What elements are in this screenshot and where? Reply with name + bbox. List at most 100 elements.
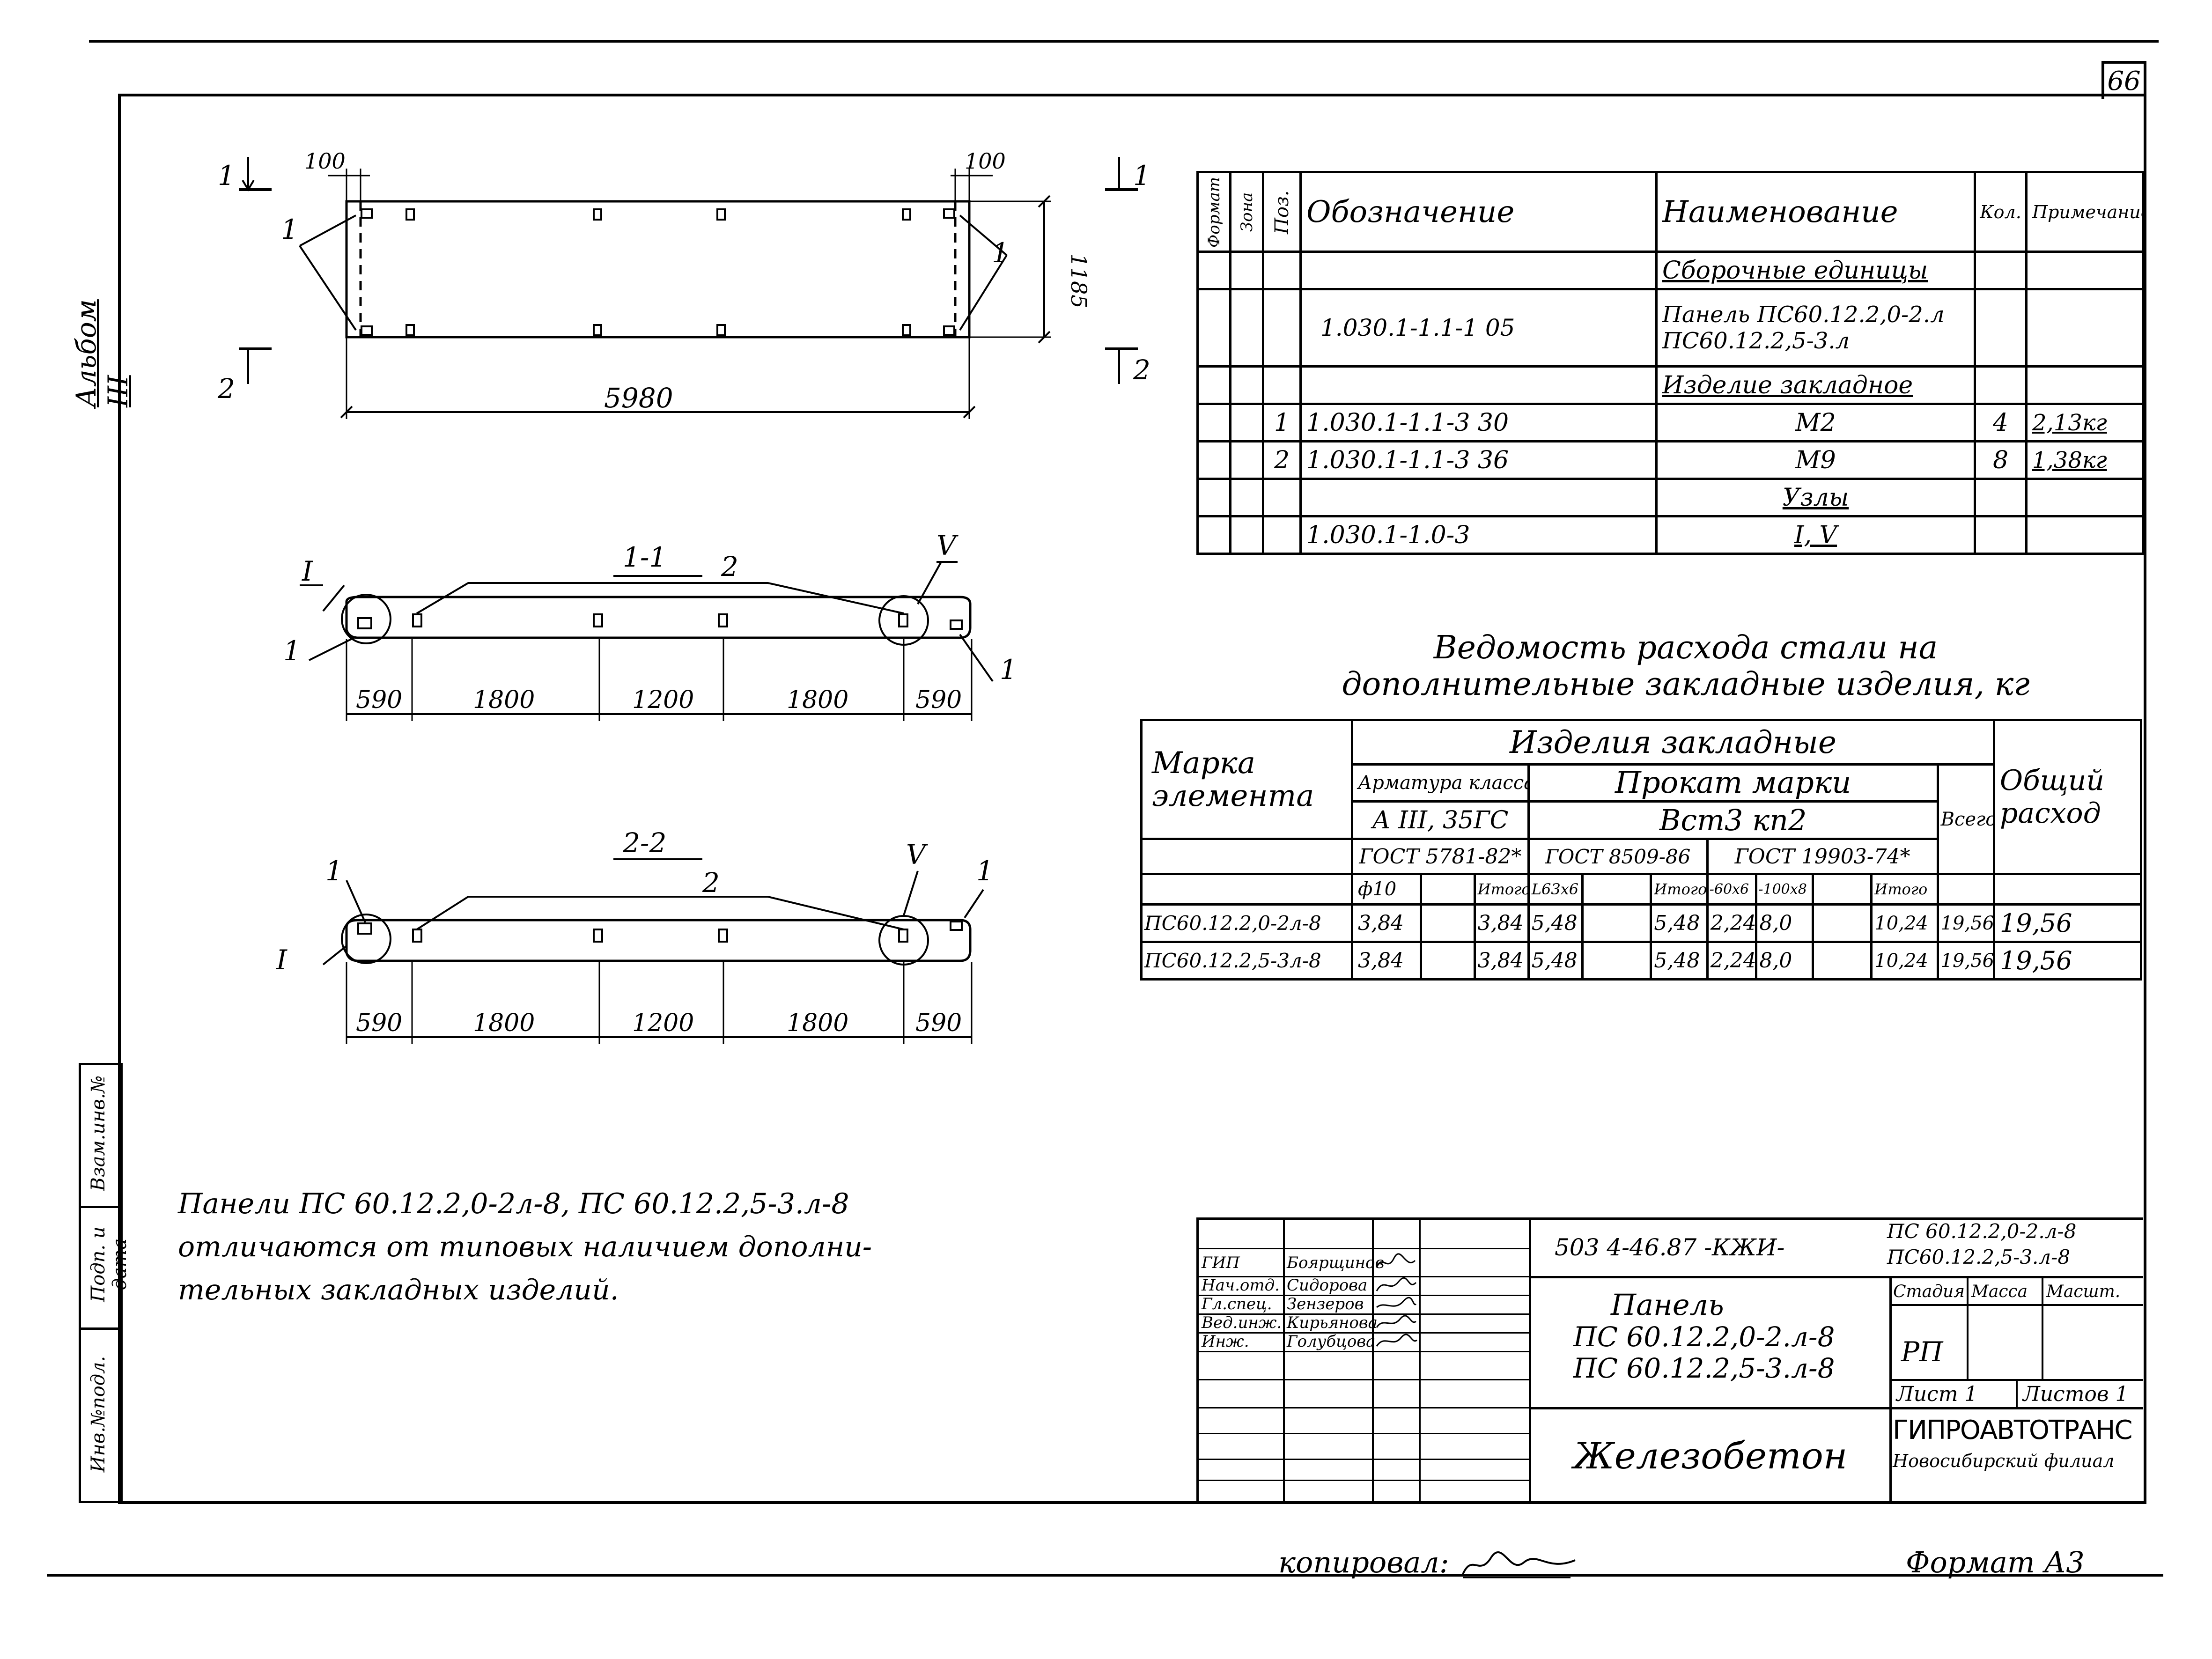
spec-row-qty: 4 <box>1974 403 2028 442</box>
section-1-1-callout-1-right: 1 <box>1000 654 1017 686</box>
steel-table-title: Ведомость расхода стали на дополнительны… <box>1264 630 2107 703</box>
steel-cell <box>1419 941 1476 981</box>
section-2-2-node-right: V <box>906 839 928 870</box>
plan-section-mark-2-left: 2 <box>217 373 235 405</box>
steel-subheader-row: ф10 Итого L63х6 Итого -60х6 -100х8 Итого <box>1140 873 2143 906</box>
section-2-2-dim-5: 590 <box>915 1009 962 1037</box>
section-1-1-dim-3: 1200 <box>632 686 694 714</box>
steel-sub: Итого <box>1473 873 1530 906</box>
steel-cell <box>1811 941 1873 981</box>
steel-sub: L63х6 <box>1527 873 1584 906</box>
side-stamp-sign: Подп. и дата <box>88 1226 131 1302</box>
steel-sub: ф10 <box>1351 873 1422 906</box>
steel-cell: 5,48 <box>1650 941 1709 981</box>
copier-signature <box>1462 1551 1576 1578</box>
section-2-2-title: 2-2 <box>622 827 666 859</box>
steel-h-rebar-class: А III, 35ГС <box>1351 800 1530 840</box>
tb-h-scale: Масшт. <box>2046 1282 2121 1301</box>
steel-row-general: 19,56 <box>1992 903 2143 943</box>
top-trim-line <box>89 40 2159 43</box>
steel-sub: Итого <box>1650 873 1709 906</box>
steel-sub: Итого <box>1870 873 1939 906</box>
steel-row-mark: ПС60.12.2,0-2л-8 <box>1140 903 1354 943</box>
tb-role-eng: Инж. <box>1202 1332 1249 1351</box>
tb-stage: РП <box>1901 1336 1943 1368</box>
tb-name-eng: Голубцова <box>1287 1332 1376 1351</box>
spec-row-designation: 1.030.1-1.1-1 05 <box>1299 288 1658 368</box>
spec-row-name: Узлы <box>1655 478 1976 517</box>
spec-row-note: 2,13кг <box>2025 403 2145 442</box>
spec-h-note: Примечание <box>2025 171 2145 253</box>
spec-h-format: Формат <box>1197 172 1231 252</box>
spec-row-name: М2 <box>1655 403 1976 442</box>
steel-row-mark: ПС60.12.2,5-3л-8 <box>1140 941 1354 981</box>
tb-role-head: Нач.отд. <box>1202 1276 1280 1295</box>
plan-callout-right: 1 <box>992 237 1009 269</box>
steel-cell: 10,24 <box>1870 903 1939 943</box>
plan-section-mark-1-right: 1 <box>1133 160 1150 192</box>
steel-h-general: Общий расход <box>1992 719 2143 875</box>
steel-cell: 5,48 <box>1527 903 1584 943</box>
spec-row-designation: 1.030.1-1.0-3 <box>1299 515 1658 555</box>
steel-cell: 2,24 <box>1706 941 1758 981</box>
plan-callout-left: 1 <box>281 214 298 245</box>
spec-row-name: Сборочные единицы <box>1655 251 1976 290</box>
spec-row: 2 1.030.1-1.1-3 36 М9 8 1,38кг <box>1196 440 2145 480</box>
spec-header-row: Формат Зона Поз. Обозначение Наименовани… <box>1197 171 2145 253</box>
page-number: 66 <box>2101 61 2146 99</box>
section-2-2-callout-2: 2 <box>702 867 720 899</box>
steel-sub <box>1419 873 1476 906</box>
page-number-text: 66 <box>2107 66 2141 96</box>
tb-code: 503 4-46.87 -КЖИ- <box>1555 1234 1785 1261</box>
steel-h-rebar-gost: ГОСТ 5781-82* <box>1351 838 1530 875</box>
spec-row-pos: 1 <box>1262 403 1302 442</box>
spec-row-designation: 1.030.1-1.1-3 36 <box>1299 440 1658 480</box>
tb-name-head: Сидорова <box>1287 1276 1368 1295</box>
plan-dim-height: 1185 <box>1066 253 1091 308</box>
tb-code-mark1: ПС 60.12.2,0-2.л-8 <box>1887 1220 2077 1243</box>
panel-drawings: 100 100 5980 1185 1 2 1 2 1 1 1-1 2 I V … <box>217 148 1150 1044</box>
steel-cell <box>1581 903 1652 943</box>
section-2-2-dim-1: 590 <box>356 1009 402 1037</box>
steel-cell: 8,0 <box>1755 903 1814 943</box>
steel-sub: -100х8 <box>1755 873 1814 906</box>
spec-h-zone: Зона <box>1230 172 1263 252</box>
panel-plan-outline <box>345 200 971 339</box>
spec-row-name: Панель ПС60.12.2,0-2.л ПС60.12.2,5-3.л <box>1655 288 1976 368</box>
section-2-2-dim-2: 1800 <box>473 1009 535 1037</box>
steel-row-total: 19,56 <box>1936 903 1995 943</box>
tb-role-chief: Гл.спец. <box>1202 1295 1272 1313</box>
steel-cell: 3,84 <box>1351 903 1422 943</box>
steel-row-general: 19,56 <box>1992 941 2143 981</box>
section-1-1-node-right: V <box>936 530 959 561</box>
tb-branch: Новосибирский филиал <box>1893 1451 2115 1471</box>
spec-row-name: I, V <box>1655 515 1976 555</box>
steel-row: ПС60.12.2,5-3л-8 3,84 3,84 5,48 5,48 2,2… <box>1140 941 2143 981</box>
steel-cell: 5,48 <box>1650 903 1709 943</box>
tb-product-mark2: ПС 60.12.2,5-3.л-8 <box>1573 1352 1835 1384</box>
copied-by: копировал: <box>1278 1545 1580 1581</box>
tb-name-lead: Кирьянова <box>1287 1313 1378 1332</box>
steel-h-rebar: Арматура класса <box>1351 763 1530 803</box>
spec-row-designation: 1.030.1-1.1-3 30 <box>1299 403 1658 442</box>
steel-h-mark: Марка элемента <box>1140 719 1354 840</box>
drawing-frame <box>118 94 2146 1504</box>
spec-row-name: М9 <box>1655 440 1976 480</box>
steel-h-gost1: ГОСТ 8509-86 <box>1527 838 1709 875</box>
side-stamp: Взам.инв.№ Подп. и дата Инв.№подл. <box>79 1063 131 1503</box>
tb-org: ГИПРОАВТОТРАНС <box>1893 1415 2133 1445</box>
steel-cell: 5,48 <box>1527 941 1584 981</box>
signatures <box>1376 1253 1417 1347</box>
note-line-2: отличаются от типовых наличием дополни- <box>178 1231 872 1263</box>
steel-sub <box>1811 873 1873 906</box>
tb-role-gip: ГИП <box>1202 1253 1240 1272</box>
section-1-1-dim-4: 1800 <box>787 686 848 714</box>
spec-row: 1 1.030.1-1.1-3 30 М2 4 2,13кг <box>1196 403 2145 442</box>
bottom-trim-line <box>47 1574 2163 1577</box>
steel-cell: 3,84 <box>1473 941 1530 981</box>
tb-material: Железобетон <box>1573 1435 1848 1477</box>
tb-code-mark2: ПС60.12.2,5-3.л-8 <box>1887 1246 2071 1268</box>
section-1-1-callout-2: 2 <box>721 551 738 582</box>
format-label: Формат А3 <box>1906 1545 2085 1579</box>
steel-cell: 2,24 <box>1706 903 1758 943</box>
